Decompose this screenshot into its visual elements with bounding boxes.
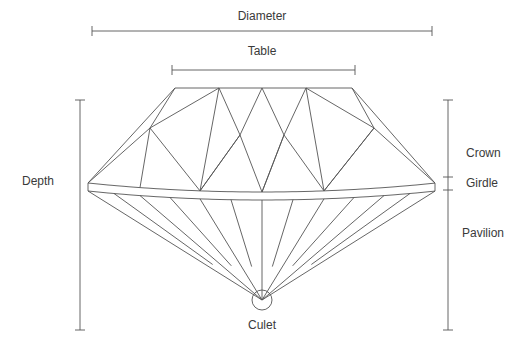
dimension-tick [432,26,433,36]
facet-line [150,88,175,128]
facet-line [150,128,200,191]
facet-line [262,199,324,300]
facet-line [374,128,435,183]
facet-line [88,191,262,300]
girdle-line [88,191,435,200]
facet-line [88,88,175,183]
facet-line [306,88,324,191]
dimension-tick [443,100,453,101]
part-label: Pavilion [460,226,506,240]
facet-line [140,196,262,300]
girdle-line [88,183,435,192]
dimension-tick [355,65,356,75]
part-label: Diameter [236,9,289,23]
facet-line [240,88,262,135]
dimension-tick [92,26,93,36]
facet-line [324,128,374,191]
facet-line [175,88,352,89]
facet-line [306,88,374,128]
facet-line [140,128,150,188]
dimension-tick [443,330,453,331]
facet-line [88,128,150,183]
facet-line [219,88,240,135]
facet-line [311,193,410,264]
facet-line [284,88,306,135]
facet-line [262,191,435,300]
facet-line [88,183,89,191]
diamond-outline [88,88,435,300]
dimension-line [448,100,449,330]
dimension-tick [172,65,173,75]
facet-line [352,88,435,183]
dimension-line [92,31,432,32]
facet-line [200,88,219,191]
facet-line [200,199,262,300]
facet-line [284,135,324,191]
dimension-line [80,100,81,330]
facet-line [150,88,219,128]
part-label: Culet [246,318,278,332]
facet-line [262,88,284,135]
facet-line [240,135,262,192]
facet-line [262,196,384,300]
facet-line [170,197,231,265]
dimension-tick [75,330,85,331]
facet-line [231,200,252,267]
dimension-line [172,70,355,71]
facet-line [272,200,293,267]
facet-line [352,88,374,128]
facet-line [262,200,263,300]
dimension-tick [443,190,453,191]
facet-line [262,135,284,192]
facet-line [262,135,284,192]
dimension-tick [75,100,85,101]
facet-line [324,128,374,191]
part-label: Depth [20,174,56,188]
part-label: Girdle [464,176,500,190]
part-label: Crown [464,146,503,160]
facet-line [200,135,240,191]
dimension-tick [443,177,453,178]
facet-line [200,135,240,191]
part-label: Table [246,44,279,58]
facet-line [435,183,436,191]
